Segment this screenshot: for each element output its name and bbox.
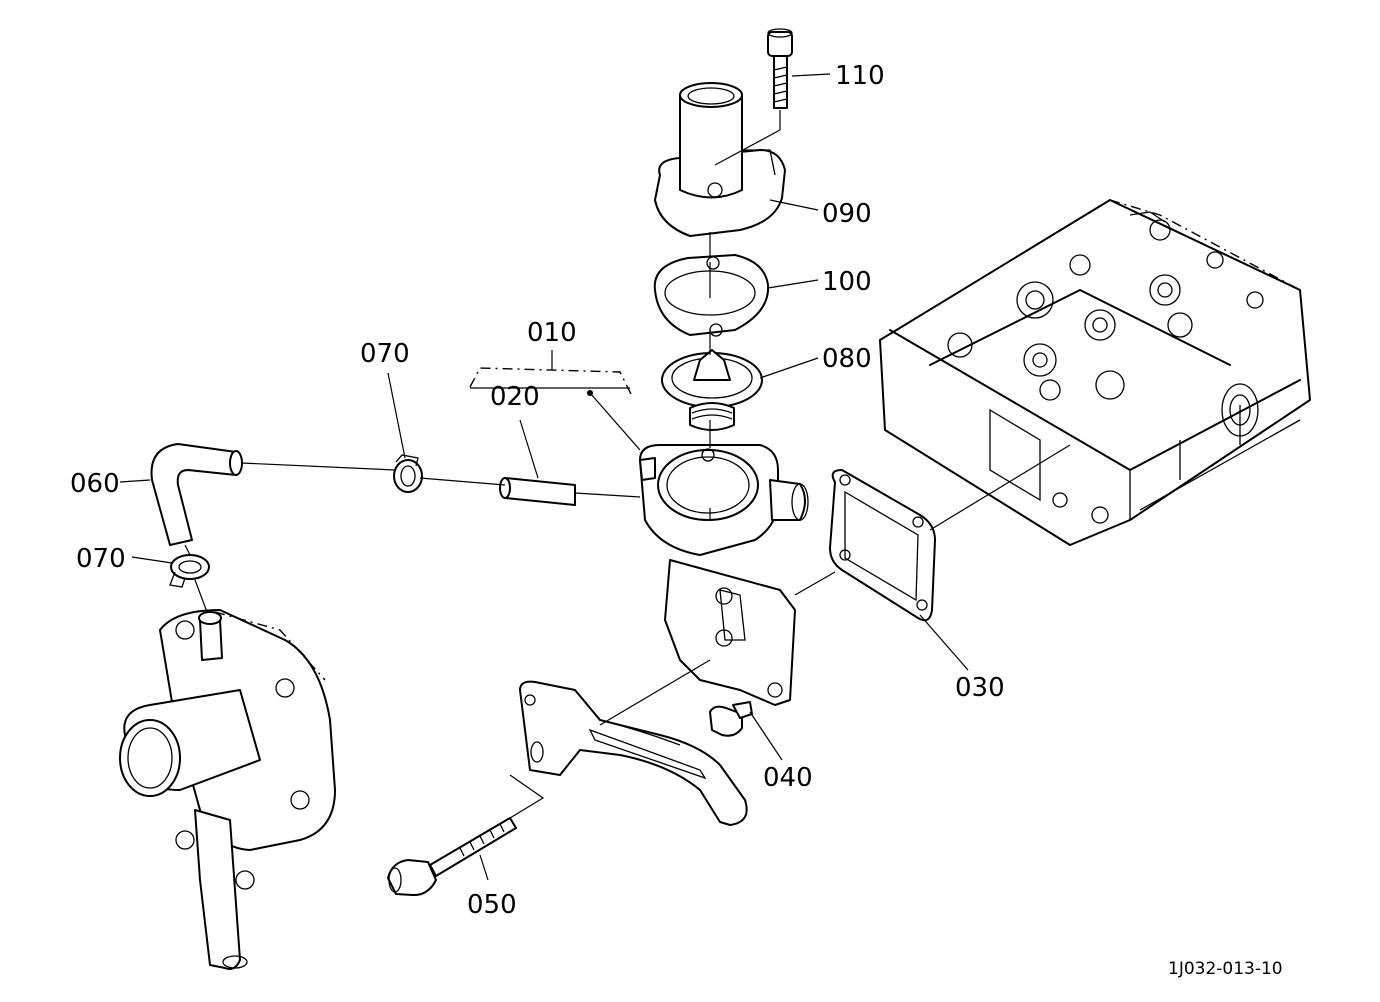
label-090: 090 bbox=[822, 199, 872, 229]
label-100: 100 bbox=[822, 267, 872, 297]
thermostat-080 bbox=[661, 349, 763, 431]
label-080: 080 bbox=[822, 344, 872, 374]
bolt-110 bbox=[767, 28, 793, 109]
cylinder-head bbox=[879, 199, 1311, 546]
bracket bbox=[519, 680, 748, 826]
gasket-030 bbox=[829, 469, 936, 622]
bolt-050 bbox=[387, 817, 517, 897]
label-010: 010 bbox=[527, 318, 577, 348]
label-060: 060 bbox=[70, 469, 120, 499]
hose-060 bbox=[150, 443, 243, 546]
label-110: 110 bbox=[835, 61, 885, 91]
reference-code: 1J032-013-10 bbox=[1168, 959, 1283, 979]
label-070-lower: 070 bbox=[76, 544, 126, 574]
leader-lines bbox=[119, 73, 1071, 881]
label-020: 020 bbox=[490, 382, 540, 412]
water-pump bbox=[119, 609, 336, 970]
clamp-070-upper bbox=[393, 454, 423, 493]
water-flange-090 bbox=[654, 82, 786, 237]
clamp-070-lower bbox=[169, 554, 210, 588]
thermostat-housing bbox=[639, 444, 809, 706]
gasket-100 bbox=[653, 254, 770, 337]
label-040: 040 bbox=[763, 763, 813, 793]
label-070-upper: 070 bbox=[360, 339, 410, 369]
part-labels: 110 090 100 080 010 020 070 060 070 030 … bbox=[70, 61, 1283, 979]
plug-040 bbox=[709, 701, 753, 737]
pipe-020 bbox=[499, 477, 576, 506]
label-050: 050 bbox=[467, 890, 517, 920]
label-030: 030 bbox=[955, 673, 1005, 703]
